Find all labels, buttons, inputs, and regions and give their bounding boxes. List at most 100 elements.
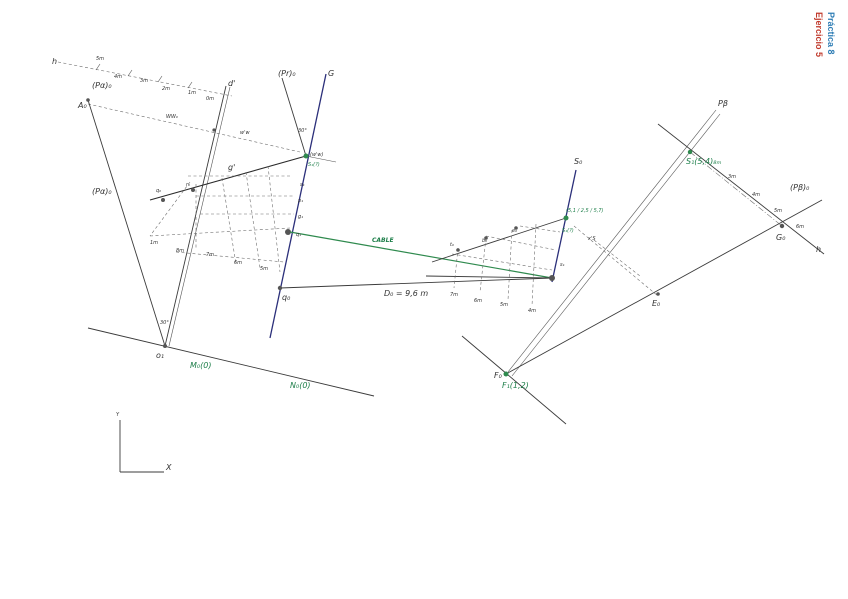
mid-grid-2 [485, 235, 557, 251]
right-dash-3 [593, 239, 641, 277]
label-q1: q₁ [296, 232, 301, 238]
label-r0: r₀ [186, 182, 190, 188]
label-e0: e₀ [512, 228, 517, 234]
label-top-scale-0: 5m [96, 56, 104, 62]
point-q1 [285, 229, 291, 235]
label-cable: CABLE [372, 237, 394, 244]
label-b0: b₀ [482, 238, 487, 244]
label-top-scale-3: 2m [162, 86, 170, 92]
label-pa-trace: (Pα)₀ [92, 81, 112, 90]
left-figure [57, 61, 553, 397]
ejercicio-label: Ejercicio 5 [814, 12, 824, 58]
trace-f0 [461, 335, 567, 425]
point-cable-end [549, 275, 555, 281]
label-q0-top: q₀ [156, 188, 161, 194]
middle-figure [425, 169, 577, 307]
line-g-prime-ext [305, 155, 337, 163]
label-top-scale-1: 4m [114, 74, 122, 80]
label-s1: s₁ [300, 182, 305, 188]
grid-v4 [267, 165, 281, 273]
label-r-7m: 7m [450, 292, 458, 298]
grid-v3 [245, 171, 261, 269]
label-1m: 1m [150, 240, 158, 246]
mid-grid-3 [519, 225, 561, 233]
grid-h1 [149, 227, 291, 237]
point-q0 [277, 285, 283, 291]
right-dash-1 [573, 225, 659, 297]
practica-label: Práctica 8 [826, 12, 836, 55]
line-g [269, 73, 327, 339]
trace-ww [87, 103, 301, 153]
label-r-5m-top: 5m [774, 208, 782, 214]
point-t0 [456, 248, 460, 252]
label-top-scale-2: 3m [140, 78, 148, 84]
axis-s0 [551, 169, 577, 283]
ground-line [87, 327, 375, 397]
label-o1: o₁ [156, 351, 164, 360]
label-right-marks: s₁ [560, 262, 565, 268]
label-axis-y: Y [116, 412, 120, 418]
label-ww-point: (w'w) [310, 152, 324, 158]
triangle-right-side [164, 85, 227, 347]
label-d0: D₀ = 9,6 m [384, 289, 428, 298]
label-alpha30: 30° [298, 128, 307, 134]
line-d0 [279, 277, 553, 289]
label-s-top: S₁(?) [562, 228, 574, 234]
line-g-prime [149, 155, 307, 201]
mid-grid-v3 [531, 223, 537, 307]
label-5m: 5m [260, 266, 268, 272]
plane-pbeta-a [507, 109, 717, 373]
point-a0 [86, 98, 90, 102]
label-p1: p₁ [297, 198, 303, 204]
point-b0 [484, 236, 488, 240]
tick-1 [95, 63, 101, 71]
grid-h5 [175, 251, 285, 263]
label-s-axis: S₀ [574, 157, 583, 166]
line-middle-b [425, 275, 553, 279]
line-f0-g0 [505, 199, 823, 375]
label-ww: WW₀ [166, 114, 178, 120]
exercise-header: Práctica 8 Ejercicio 5 [812, 12, 840, 82]
label-g1: g₁ [298, 214, 303, 220]
triangle-left-side [87, 99, 166, 347]
grid-v2 [221, 177, 237, 265]
label-f0: F₀ [494, 371, 503, 380]
label-g0: G₀ [776, 233, 786, 242]
label-t0: t₀ [450, 242, 454, 248]
point-r0 [161, 198, 165, 202]
label-8m: 8m [176, 248, 184, 254]
line-middle-top [431, 217, 567, 263]
point-s1-right [563, 215, 569, 221]
label-6m: 6m [234, 260, 242, 266]
tick-3 [157, 75, 163, 83]
tick-2 [127, 69, 133, 77]
point-s-right [687, 149, 693, 155]
label-s-point: S₁(5,4)₈ₘ [686, 157, 721, 166]
label-d-prime: d' [228, 79, 235, 88]
label-f1: F₁(1,2) [502, 381, 529, 390]
point-e0-right [656, 292, 660, 296]
label-e-right: E₀ [652, 299, 661, 308]
label-r-6m-far: 6m [796, 224, 804, 230]
label-x-s: x'S [587, 236, 596, 242]
trace-pr [281, 77, 307, 157]
label-axis-x: X [165, 463, 172, 472]
mid-grid-v4 [453, 247, 459, 289]
label-beta30: 30° [160, 320, 169, 326]
label-s1-left: S₁(?) [308, 162, 320, 168]
label-r-4m: 4m [528, 308, 536, 314]
mid-grid-v1 [479, 237, 487, 293]
point-g0 [191, 188, 195, 192]
grid-diag [149, 181, 191, 237]
label-pa-plane: (Pα)₀ [92, 187, 112, 196]
label-g: G [328, 69, 334, 78]
label-g-prime: g' [228, 163, 235, 172]
cable-line [289, 231, 553, 279]
label-a0: A₀ [77, 101, 87, 110]
label-q0-lower: q₀ [282, 293, 291, 302]
trace-right-h [657, 123, 825, 255]
tick-4 [187, 81, 193, 89]
label-h-left: h [52, 57, 57, 66]
label-r-5m: 5m [500, 302, 508, 308]
